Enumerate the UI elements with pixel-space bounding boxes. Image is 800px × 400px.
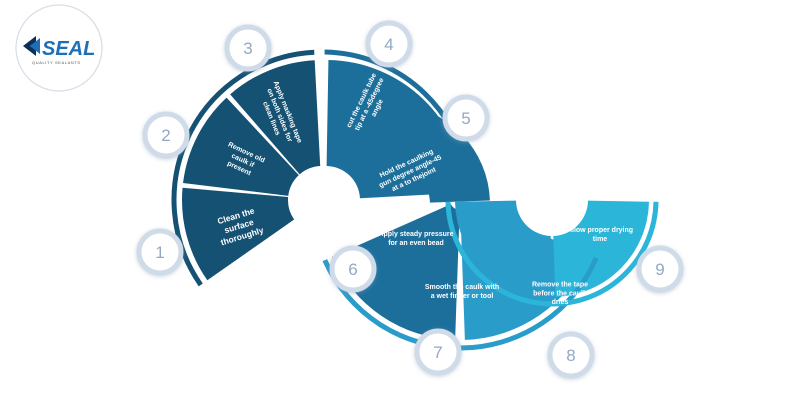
- segment-step-5: [393, 104, 490, 203]
- step-8-number: 8: [566, 346, 575, 365]
- step-3-number: 3: [243, 39, 252, 58]
- step-2-number: 2: [161, 126, 170, 145]
- step-8-badge: 8: [547, 331, 595, 379]
- step-7-badge: 7: [414, 328, 462, 376]
- step-6-badge: 6: [329, 245, 377, 293]
- step-9-number: 9: [655, 260, 664, 279]
- segment-step-6: [332, 204, 460, 340]
- step-6-number: 6: [348, 260, 357, 279]
- step-9-badge: 9: [636, 245, 684, 293]
- step-3-badge: 3: [224, 24, 272, 72]
- step-1-number: 1: [155, 243, 164, 262]
- step-5-number: 5: [461, 109, 470, 128]
- step-4-number: 4: [384, 35, 393, 54]
- segment-layer: [171, 49, 659, 351]
- logo-tagline: QUALITY SEALANTS: [32, 60, 81, 65]
- step-2-badge: 2: [142, 111, 190, 159]
- logo: SEAL QUALITY SEALANTS: [15, 4, 103, 92]
- step-5-badge: 5: [442, 94, 490, 142]
- segment-step-3: [230, 60, 321, 175]
- logo-mark-icon: [23, 36, 40, 56]
- step-1-badge: 1: [136, 228, 184, 276]
- segment-step-9: [553, 200, 649, 297]
- badge-layer: 1 2 3 4 5 6 7 8 9: [136, 20, 684, 379]
- segment-step-8: [455, 200, 551, 297]
- segment-step-2: [183, 97, 299, 196]
- logo-text: SEAL: [42, 38, 95, 60]
- step-7-number: 7: [433, 343, 442, 362]
- segment-step-1: [182, 187, 295, 281]
- segment-rim-4: [445, 201, 659, 307]
- segment-rim-2: [324, 49, 473, 193]
- step-4-badge: 4: [365, 20, 413, 68]
